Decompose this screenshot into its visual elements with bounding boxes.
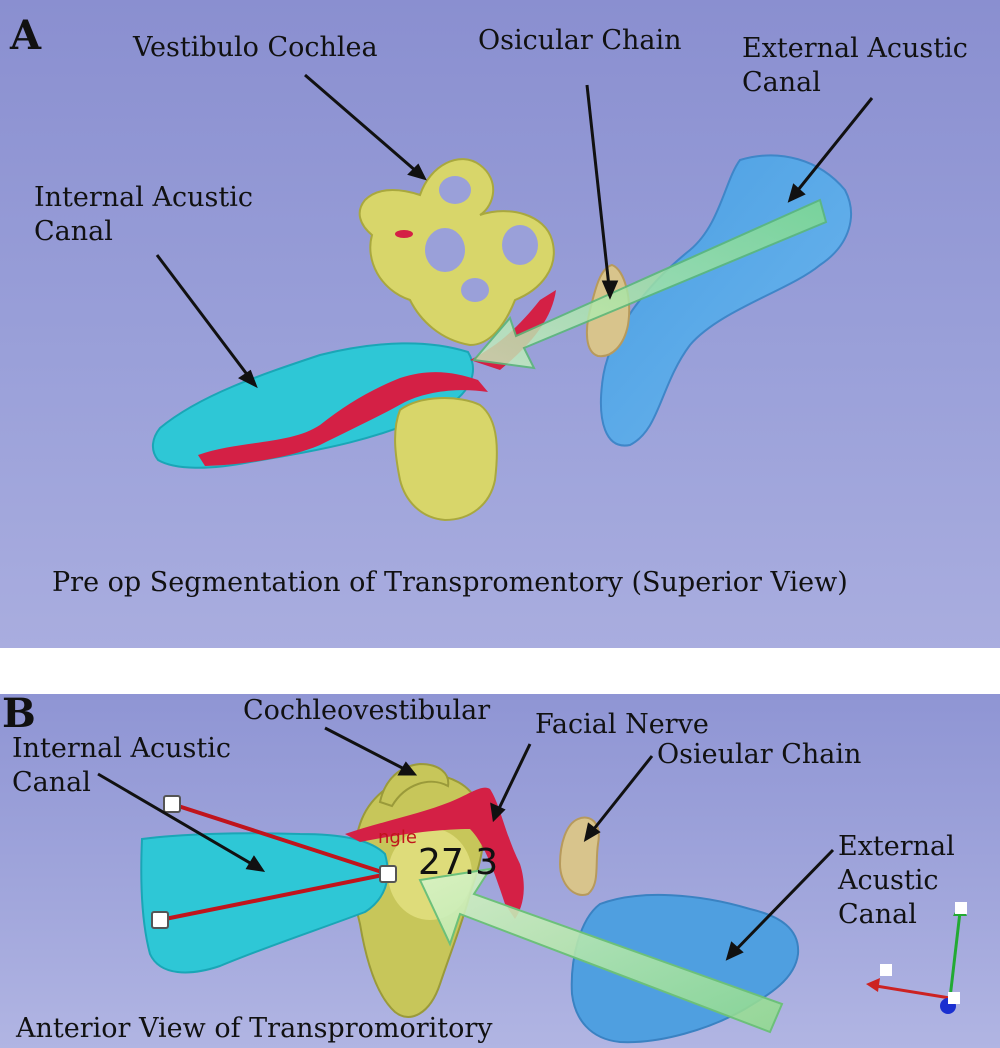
cochlea-loop bbox=[378, 762, 450, 808]
axis-orientation-gizmo bbox=[866, 902, 967, 1014]
angle-handles bbox=[151, 795, 397, 929]
panel-a-caption: Pre op Segmentation of Transpromentory (… bbox=[52, 567, 848, 598]
panel-a-letter: A bbox=[10, 12, 42, 59]
label-osieular-chain: Osieular Chain bbox=[657, 739, 862, 770]
label-internal-canal-b: Internal Acustic Canal bbox=[12, 733, 231, 798]
label-osicular-chain: Osicular Chain bbox=[478, 25, 682, 56]
panel-b-caption: Anterior View of Transpromoritory bbox=[16, 1013, 493, 1044]
trajectory-arrow bbox=[472, 198, 828, 370]
leader-lines-a bbox=[155, 73, 874, 389]
red-dot bbox=[395, 230, 413, 238]
leader-lines-b bbox=[97, 726, 835, 961]
vestibulo-cochlea-holes bbox=[425, 176, 538, 302]
panel-b-illustration bbox=[97, 726, 967, 1044]
internal-canal-shape-b bbox=[140, 832, 389, 974]
label-facial-nerve: Facial Nerve bbox=[535, 709, 709, 740]
label-external-canal: External Acustic Canal bbox=[742, 33, 968, 98]
panel-b-letter: B bbox=[2, 694, 36, 737]
label-vestibulo-cochlea: Vestibulo Cochlea bbox=[133, 32, 378, 63]
angle-value: 27.3 bbox=[418, 842, 499, 883]
angle-tag: ngle bbox=[378, 827, 417, 848]
label-external-canal-b: External Acustic Canal bbox=[838, 831, 955, 930]
label-cochleovestibular: Cochleovestibular bbox=[243, 695, 491, 726]
facial-nerve-shape-b bbox=[345, 787, 524, 919]
trajectory-arrow-b bbox=[418, 867, 784, 1034]
panel-a-illustration bbox=[152, 73, 874, 522]
label-internal-canal: Internal Acustic Canal bbox=[34, 182, 253, 247]
facial-nerve-shape bbox=[198, 372, 488, 466]
panel-a-superior-view: A Vestibulo Cochlea Osicular Chain Exter… bbox=[0, 0, 1000, 648]
panel-b-anterior-view: B Cochleovestibular Internal Acustic Can… bbox=[0, 694, 1000, 1048]
